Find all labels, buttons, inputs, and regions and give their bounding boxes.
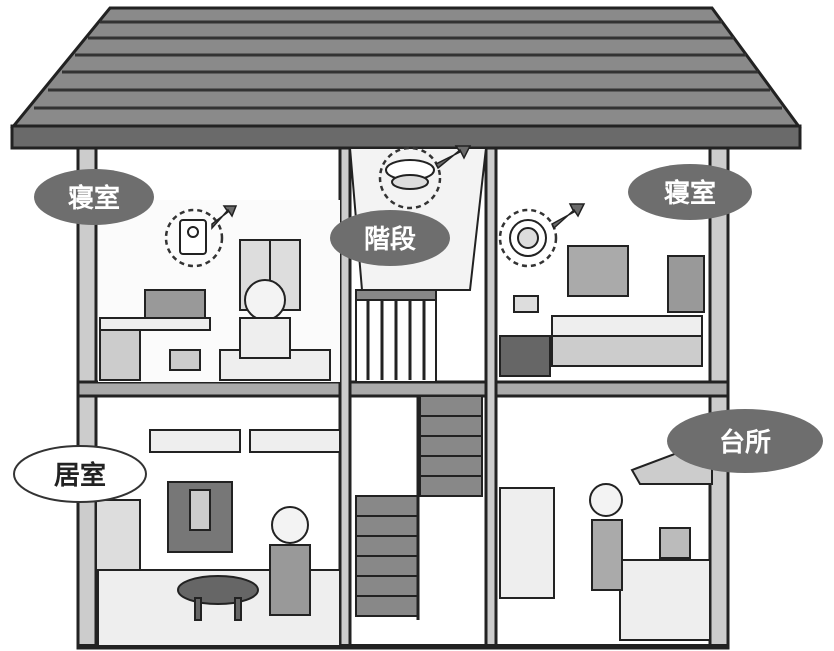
label-bedroom-left-text: 寝室	[68, 183, 120, 214]
label-bedroom-left: 寝室	[34, 169, 154, 225]
label-kitchen: 台所	[667, 409, 823, 473]
label-bedroom-right-text: 寝室	[664, 178, 716, 209]
label-living: 居室	[14, 446, 146, 502]
label-living-text: 居室	[54, 460, 106, 491]
label-bedroom-right: 寝室	[628, 164, 752, 220]
label-stairs: 階段	[330, 210, 450, 266]
label-stairs-text: 階段	[364, 224, 416, 255]
roof	[12, 8, 800, 148]
label-kitchen-text: 台所	[719, 427, 771, 458]
